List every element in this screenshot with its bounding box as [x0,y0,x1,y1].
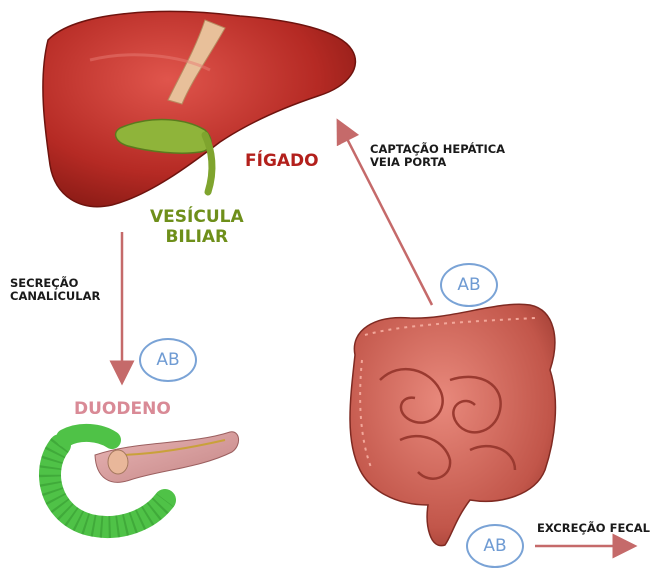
duodenum-illustration [50,432,239,527]
duodenum-label: DUODENO [74,400,171,420]
uptake-label: CAPTAÇÃO HEPÁTICA VEIA PORTA [370,143,505,169]
secretion-label: SECREÇÃO CANALICULAR [10,277,100,303]
secretion-label-line2: CANALICULAR [10,290,100,303]
liver-illustration [43,11,356,206]
gallbladder-label-line2: BILIAR [150,228,244,248]
gallbladder-label-line1: VESÍCULA [150,208,244,228]
fecal-label: EXCREÇÃO FECAL [537,522,650,535]
uptake-label-line2: VEIA PORTA [370,156,505,169]
liver-label: FÍGADO [245,152,319,172]
intestine-illustration [350,304,555,545]
fecal-ab-badge: AB [466,524,524,568]
duodenum-ab-badge: AB [139,338,197,382]
intestine-ab-badge: AB [440,263,498,307]
gallbladder-label: VESÍCULA BILIAR [150,208,244,247]
